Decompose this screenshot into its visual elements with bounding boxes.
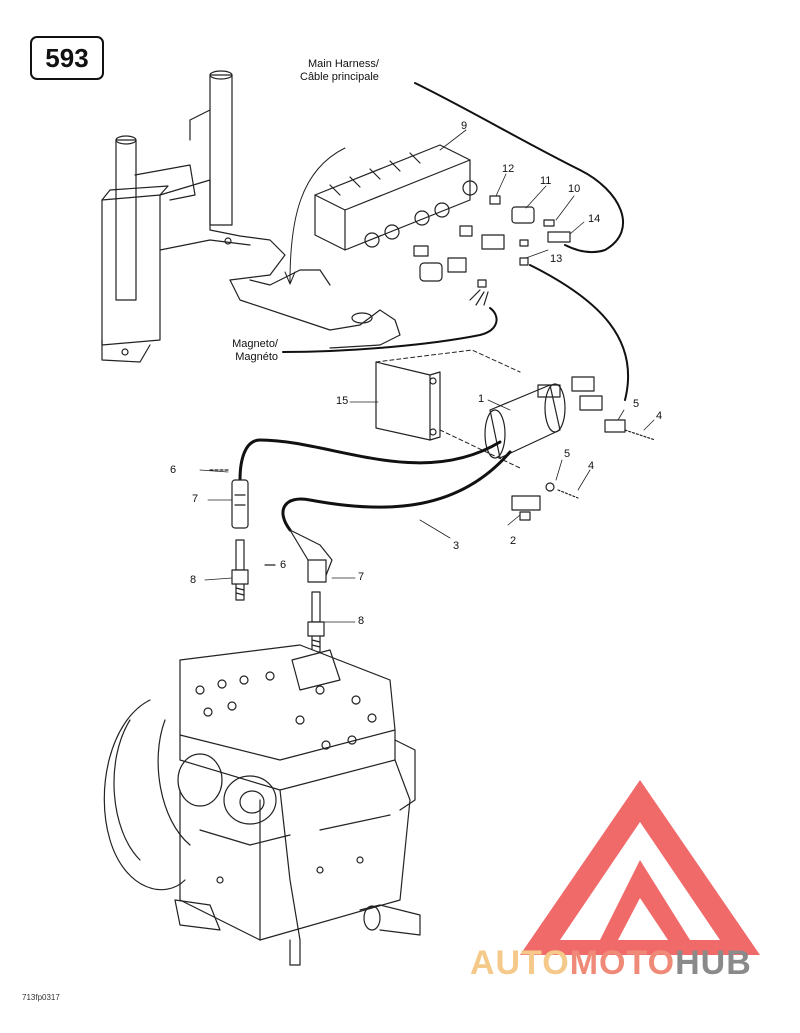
page-number: 593 <box>45 42 89 73</box>
high-tension-lead-1 <box>238 438 502 482</box>
spark-plug-1 <box>231 539 249 601</box>
part-number-1: 1 <box>478 393 485 405</box>
main-harness-wire <box>414 82 624 254</box>
part-number-8b: 8 <box>358 615 365 627</box>
part-number-6a: 6 <box>170 464 177 476</box>
assembly-arrow <box>289 147 346 283</box>
part-number-7a: 7 <box>192 493 199 505</box>
main-harness-label: Main Harness/ Câble principale <box>300 58 379 84</box>
spark-plug-cap-2 <box>289 529 333 583</box>
watermark-moto: MOTO <box>569 944 676 982</box>
ignition-coil <box>484 383 566 459</box>
part-number-5a: 5 <box>633 398 640 410</box>
part-number-13: 13 <box>550 253 563 265</box>
connector-block <box>314 144 478 251</box>
part-number-4b: 4 <box>588 460 595 472</box>
part-number-5b: 5 <box>564 448 571 460</box>
figure-id: 713fp0317 <box>22 993 60 1002</box>
coil-lead-wire <box>529 264 630 401</box>
mount-guide <box>375 349 521 373</box>
watermark-text: AUTOMOTOHUB <box>470 944 752 983</box>
magneto-label: Magneto/ Magnéto <box>188 338 278 364</box>
coil-mount-plate <box>375 361 441 441</box>
coil-hardware <box>511 482 579 521</box>
high-tension-lead-2 <box>281 450 512 532</box>
leader-lines <box>199 129 655 623</box>
watermark-auto: AUTO <box>470 944 570 982</box>
main-harness-label-fr: Câble principale <box>300 71 379 83</box>
small-connectors <box>413 195 571 306</box>
part-number-11: 11 <box>540 175 552 187</box>
part-number-6b: 6 <box>280 559 287 571</box>
watermark-logo-icon <box>520 780 760 955</box>
main-harness-label-en: Main Harness/ <box>307 58 379 70</box>
part-number-3: 3 <box>453 540 460 552</box>
part-number-10: 10 <box>568 183 581 195</box>
part-number-2: 2 <box>510 535 517 547</box>
magneto-label-en: Magneto/ <box>232 338 278 350</box>
magneto-label-fr: Magnéto <box>235 351 278 363</box>
part-number-14: 14 <box>588 213 601 225</box>
magneto-wire <box>282 307 498 353</box>
page-number-badge: 593 <box>30 36 104 80</box>
part-number-9: 9 <box>461 120 468 132</box>
part-number-15: 15 <box>336 395 349 407</box>
terminal-connectors <box>571 376 656 441</box>
engine <box>103 644 421 966</box>
part-number-12: 12 <box>502 163 515 175</box>
part-number-8a: 8 <box>190 574 197 586</box>
part-number-4a: 4 <box>656 410 663 422</box>
frame-bracket <box>101 70 401 363</box>
spark-plug-cap-1 <box>231 479 249 529</box>
part-number-7b: 7 <box>358 571 365 583</box>
watermark-hub: HUB <box>675 944 752 982</box>
